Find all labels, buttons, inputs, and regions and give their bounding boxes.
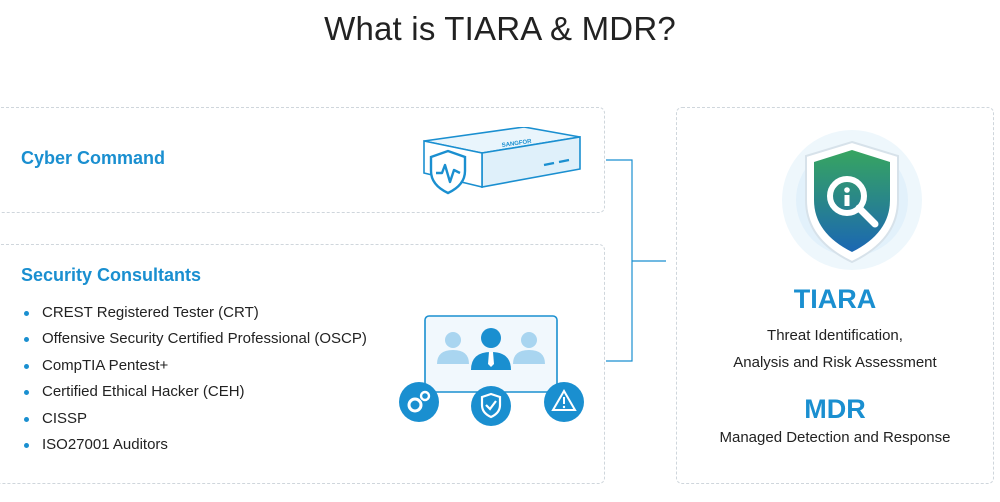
person-icon (513, 332, 545, 364)
warning-icon (544, 382, 584, 422)
certification-item: ISO27001 Auditors (22, 432, 367, 458)
certification-item: CompTIA Pentest+ (22, 353, 367, 379)
tiara-subtitle-line1: Threat Identification, (767, 327, 903, 344)
certification-item: CISSP (22, 406, 367, 432)
shield-magnifier-icon (782, 130, 922, 270)
certification-list: CREST Registered Tester (CRT) Offensive … (22, 300, 367, 458)
certification-item: Offensive Security Certified Professiona… (22, 326, 367, 352)
security-consultants-heading: Security Consultants (21, 265, 202, 285)
mdr-title: MDR (804, 394, 866, 424)
person-icon (471, 328, 511, 370)
certification-item: CREST Registered Tester (CRT) (22, 300, 367, 326)
certification-item: Certified Ethical Hacker (CEH) (22, 379, 367, 405)
consultant-team-illustration (399, 315, 584, 426)
device-brand-label: SANGFOR (501, 139, 532, 149)
cyber-command-heading: Cyber Command (21, 148, 166, 168)
page-title: What is TIARA & MDR? (324, 10, 676, 47)
gears-icon (399, 382, 439, 422)
tiara-title: TIARA (793, 284, 877, 314)
shield-check-icon (471, 386, 511, 426)
tiara-subtitle: Threat Identification, Analysis and Risk… (676, 322, 994, 376)
connector-lines (606, 159, 666, 362)
tiara-subtitle-line2: Analysis and Risk Assessment (733, 354, 937, 371)
security-appliance-icon: SANGFOR (423, 127, 581, 195)
person-icon (437, 332, 469, 364)
mdr-subtitle: Managed Detection and Response (719, 429, 951, 446)
